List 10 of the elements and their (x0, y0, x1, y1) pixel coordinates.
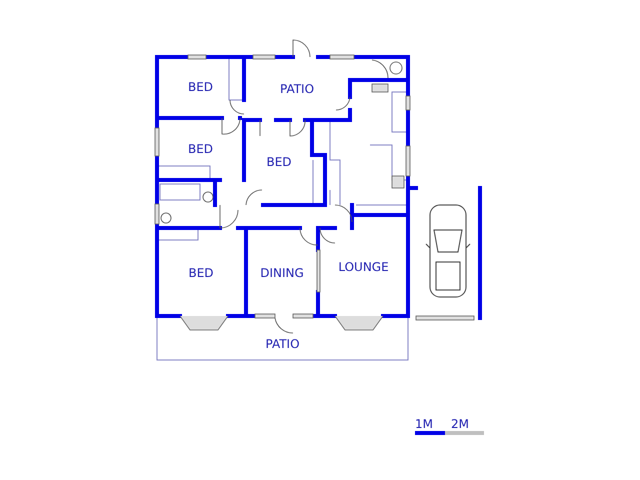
room-label: LOUNGE (338, 260, 389, 274)
room-label: PATIO (280, 82, 314, 96)
scale-label: 2M (451, 417, 469, 431)
room-label: BED (266, 155, 292, 169)
room-label: BED (188, 142, 214, 156)
scale-label: 1M (415, 417, 433, 431)
room-label: BED (188, 80, 214, 94)
room-label: DINING (260, 266, 304, 280)
room-label: PATIO (265, 337, 300, 351)
room-label: BED (188, 266, 214, 280)
